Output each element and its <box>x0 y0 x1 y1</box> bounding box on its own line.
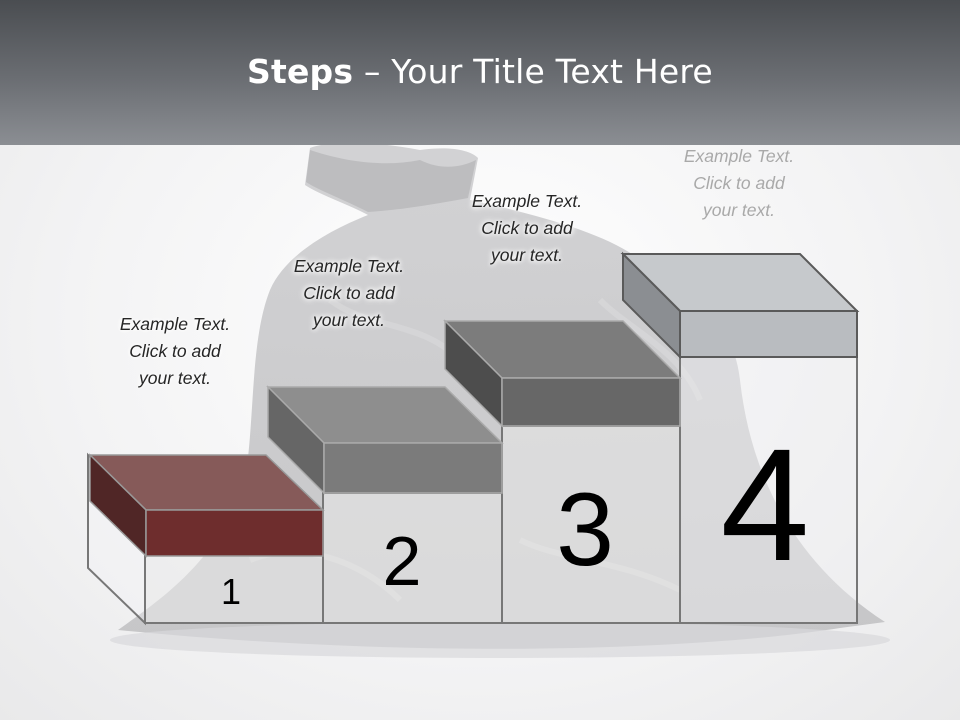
step-1-number: 1 <box>220 571 242 612</box>
step-1-text-line-2: Click to add <box>129 341 221 361</box>
step-3-text-line-2: Click to add <box>481 218 573 238</box>
step-4-block[interactable] <box>620 251 860 360</box>
step-1-text-line-3: your text. <box>139 368 211 388</box>
step-2-block[interactable] <box>266 385 504 495</box>
step-1-text[interactable]: Example Text. Click to add your text. <box>85 311 265 392</box>
title-bar <box>0 0 960 145</box>
step-4-text-line-1: Example Text. <box>683 146 795 166</box>
step-4-text-line-3: your text. <box>703 200 775 220</box>
step-4-text[interactable]: Example Text. Click to add your text. <box>649 143 829 224</box>
title-bold-word: Steps <box>247 52 354 91</box>
step-4-number: 4 <box>720 415 810 594</box>
step-1-text-line-1: Example Text. <box>119 314 231 334</box>
title-text: – Your Title Text Here <box>353 52 713 91</box>
step-3-text-line-1: Example Text. <box>471 191 583 211</box>
step-3-text-line-3: your text. <box>491 245 563 265</box>
step-1-block[interactable] <box>88 453 325 558</box>
step-3-number: 3 <box>556 472 614 588</box>
step-3-block[interactable] <box>443 319 682 428</box>
pedestal-outline <box>87 356 858 626</box>
step-2-text-line-3: your text. <box>313 310 385 330</box>
slide-title[interactable]: Steps – Your Title Text Here <box>0 52 960 91</box>
step-4-text-line-2: Click to add <box>693 173 785 193</box>
step-2-text-line-2: Click to add <box>303 283 395 303</box>
step-2-text[interactable]: Example Text. Click to add your text. <box>259 253 439 334</box>
step-2-text-line-1: Example Text. <box>293 256 405 276</box>
step-2-number: 2 <box>382 522 422 600</box>
step-3-text[interactable]: Example Text. Click to add your text. <box>437 188 617 269</box>
